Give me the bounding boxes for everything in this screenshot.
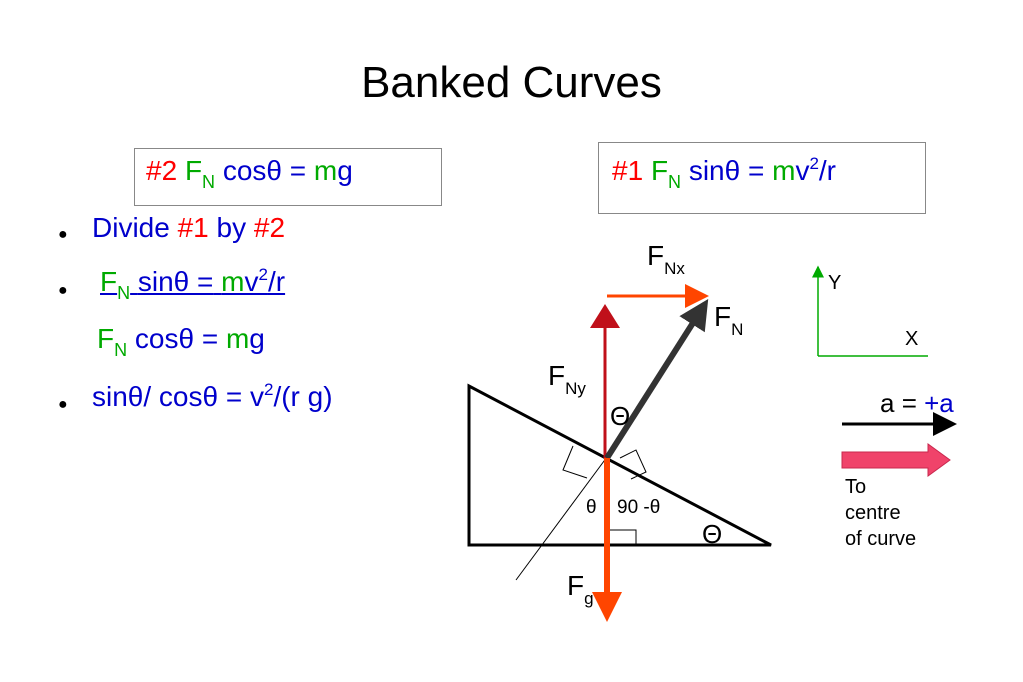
eq1-m: m [772,155,796,186]
eq1-exp: 2 [809,154,819,173]
label-fny: FNy [548,360,586,398]
b2-m: m [221,266,245,297]
bullet-fraction-numerator: FN sinθ = mv2/r [100,265,286,303]
eq2-trig: cosθ = [222,155,307,186]
centre-note: To centre of curve [845,474,916,552]
fny-sub: Ny [565,379,586,398]
incline-triangle [467,383,772,547]
box-border-right [925,143,926,213]
b2-N: N [117,283,131,303]
equation-box-1 [598,142,926,214]
box-border-left [134,149,135,205]
fg-F: F [567,570,585,601]
eq1-N: N [668,172,682,192]
right-angle-mark-right [619,449,647,480]
b1-ref2: #2 [253,212,286,243]
b2-exp: 2 [258,265,268,284]
bullet-dot: ● [58,282,68,299]
incline-normal-line [515,456,608,581]
label-fnx: FNx [647,240,685,278]
bullet-divide: Divide #1 by #2 [92,212,285,244]
bullet-dot: ● [58,226,68,243]
b3-rhs: /(r g) [273,381,333,412]
b3-exp: 2 [263,380,274,399]
b2b-g: g [249,323,265,354]
eq1-tag: #1 [612,155,644,186]
accel-a: a [880,388,895,418]
eq2-g: g [337,155,353,186]
b2-trig: sinθ = [137,266,214,297]
equation-box-2 [134,148,442,206]
b2-r: /r [267,266,286,297]
note-line-1: To [845,476,867,498]
label-fg: Fg [567,570,594,608]
b2b-trig: cosθ = [134,323,219,354]
accel-plus-a: +a [924,388,954,418]
right-angle-mark-base [607,529,637,545]
fn-sub: N [731,320,744,339]
y-axis-label: Y [828,272,842,294]
b2-F: F [100,266,118,297]
eq2-m: m [313,155,338,186]
theta-base-label: Θ [702,519,723,549]
right-angle-mark-left [562,445,588,479]
box-border-left [598,143,599,213]
bullet-result: sinθ/ cosθ = v2/(r g) [92,380,333,413]
eq2-tag: #2 [146,155,178,186]
eq1-trig: sinθ = [688,155,765,186]
fnx-F: F [647,240,665,271]
eq2-F: F [184,155,203,186]
label-fn: FN [714,301,743,339]
fn-F: F [714,301,732,332]
ninety-minus-theta-label: 90 -θ [617,497,661,518]
note-line-3: of curve [845,528,917,550]
fny-F: F [548,360,566,391]
bullet-dot: ● [58,396,68,413]
note-line-2: centre [845,502,901,524]
eq2-N: N [202,172,216,192]
theta-small-label: θ [586,497,597,518]
b2b-N: N [114,340,128,360]
x-axis-label: X [905,328,919,350]
eq1-v: v [795,155,810,186]
accel-eq: = [901,388,917,418]
box-border-right [441,149,442,205]
slide-title: Banked Curves [361,58,662,107]
b1-ref1: #1 [177,212,209,243]
b2b-m: m [225,323,250,354]
acceleration-label: a = +a [880,388,954,419]
eq1-F: F [650,155,669,186]
centre-block-arrow [841,443,951,477]
equation-1: #1 FN sinθ = mv2/r [612,154,837,192]
b1-word1: Divide [92,212,170,243]
fg-sub: g [584,589,594,608]
b2b-F: F [97,323,115,354]
b1-word2: by [216,212,247,243]
theta-top-label: Θ [610,401,631,431]
fnx-sub: Nx [664,259,685,278]
bullet-fraction-denominator: FN cosθ = mg [97,323,265,360]
equation-2: #2 FN cosθ = mg [146,155,353,192]
b2-v: v [244,266,259,297]
fn-arrow [604,298,709,460]
b3-lhs: sinθ/ cosθ = v [92,381,264,412]
eq1-r: /r [818,155,837,186]
